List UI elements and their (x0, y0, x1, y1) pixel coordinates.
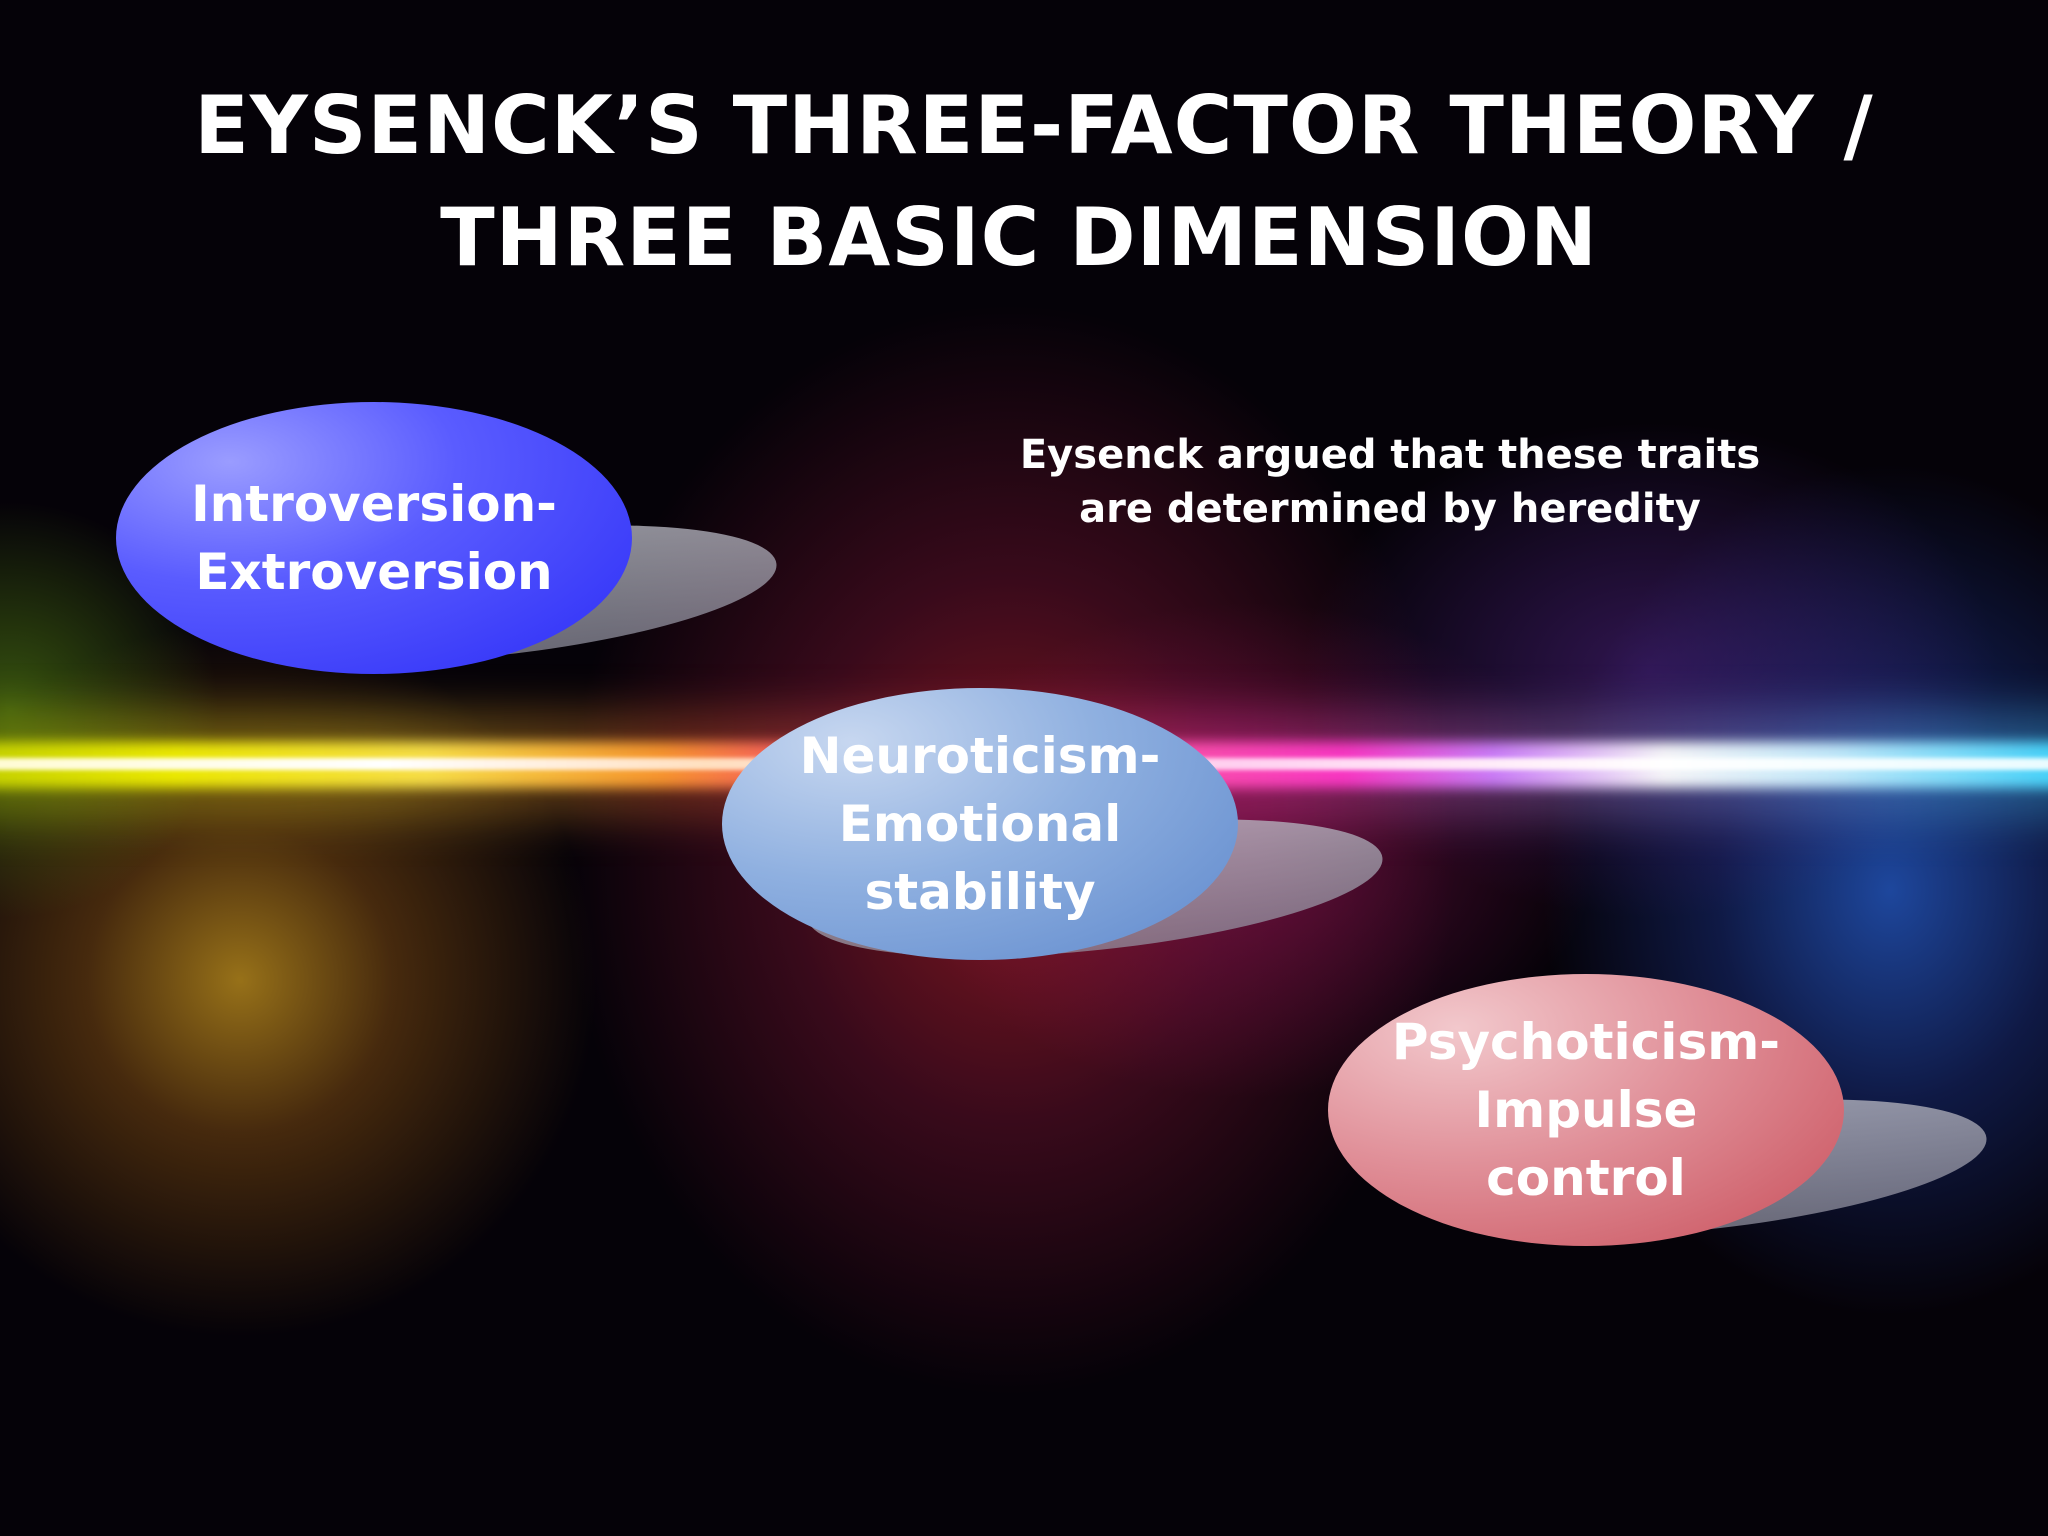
dimension-label: Neuroticism- Emotional stability (799, 727, 1161, 921)
slide-title-line-1: EYSENCK’S THREE-FACTOR THEORY / (194, 79, 1874, 172)
dimension-ellipse-neuroticism: Neuroticism- Emotional stability (722, 688, 1238, 960)
slide-title-line-2: THREE BASIC DIMENSION (440, 191, 1598, 284)
dimension-label: Psychoticism- Impulse control (1391, 1013, 1781, 1207)
dimension-ellipse-psychoticism: Psychoticism- Impulse control (1328, 974, 1844, 1246)
heredity-note: Eysenck argued that these traits are det… (1019, 432, 1761, 532)
slide-title: EYSENCK’S THREE-FACTOR THEORY / THREE BA… (0, 70, 2048, 294)
dimension-label: Introversion- Extroversion (191, 475, 557, 601)
dimension-ellipse-introversion-extroversion: Introversion- Extroversion (116, 402, 632, 674)
